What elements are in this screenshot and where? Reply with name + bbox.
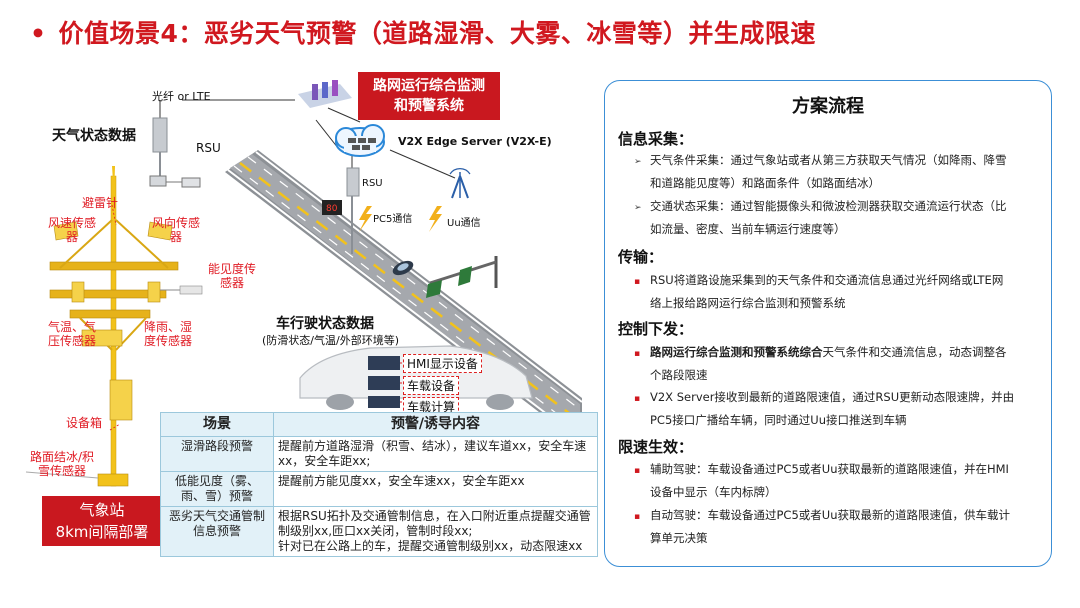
scenario-table: 场景 预警/诱导内容 湿滑路段预警 提醒前方道路湿滑（积雪、结冰），建议车道xx… [160,412,598,557]
wind-direction-sensor-label: 风向传感器 [152,216,200,244]
list-item: ▪RSU将道路设施采集到的天气条件和交通流信息通过光纤网络或LTE网 络上报给路… [634,270,1040,314]
temp-pressure-sensor-label: 气温、气压传感器 [48,320,96,348]
uu-label: Uu通信 [447,214,481,229]
square-bullet-icon: ▪ [634,461,650,482]
table-cell-content: 根据RSU拓扑及交通管制信息，在入口附近重点提醒交通管制级别xx,匝口xx关闭，… [274,507,598,557]
section-heading-effect: 限速生效： [618,436,693,457]
section-heading-control: 控制下发： [618,318,693,339]
equipment-box-label: 设备箱 [60,416,108,430]
uu-lightning-icon [429,206,442,232]
table-header-scenario: 场景 [161,413,274,437]
arrow-bullet-icon: ➢ [634,152,650,173]
arrow-bullet-icon: ➢ [634,198,650,219]
table-cell-content: 提醒前方道路湿滑（积雪、结冰），建议车道xx，安全车速xx，安全车距xx; [274,437,598,472]
table-row: 湿滑路段预警 提醒前方道路湿滑（积雪、结冰），建议车道xx，安全车速xx，安全车… [161,437,598,472]
lightning-rod-label: 避雷针 [82,196,142,210]
square-bullet-icon: ▪ [634,344,650,365]
gantry-sign-icon [426,256,496,298]
table-cell-scenario: 湿滑路段预警 [161,437,274,472]
monitoring-system-callout: 路网运行综合监测 和预警系统 [358,72,500,120]
list-item: ➢天气条件采集：通过气象站或者从第三方获取天气情况（如降雨、降雪 和道路能见度等… [634,150,1040,194]
table-cell-content: 提醒前方能见度xx，安全车速xx，安全车距xx [274,472,598,507]
square-bullet-icon: ▪ [634,507,650,528]
table-cell-scenario: 低能见度（雾、雨、雪）预警 [161,472,274,507]
hmi-display-label: HMI显示设备 [403,354,482,373]
visibility-sensor-label: 能见度传感器 [208,262,256,290]
server-rack-icon [298,80,352,108]
rain-humidity-sensor-label: 降雨、湿度传感器 [144,320,192,348]
list-item: ▪辅助驾驶：车载设备通过PC5或者Uu获取最新的道路限速值，并在HMI 设备中显… [634,459,1040,503]
wind-speed-sensor-label: 风速传感器 [48,216,96,244]
list-item: ➢交通状态采集：通过智能摄像头和微波检测器获取交通流运行状态（比 如流量、密度、… [634,196,1040,240]
table-header-content: 预警/诱导内容 [274,413,598,437]
base-station-antenna-icon [450,169,470,198]
cloud-server-icon [336,125,384,156]
table-row: 低能见度（雾、雨、雪）预警 提醒前方能见度xx，安全车速xx，安全车距xx [161,472,598,507]
road-ice-sensor-label: 路面结冰/积雪传感器 [24,450,100,478]
square-bullet-icon: ▪ [634,272,650,293]
list-item: ▪自动驾驶：车载设备通过PC5或者Uu获取最新的道路限速值，供车载计 算单元决策 [634,505,1040,549]
fiber-lte-label: 光纤 or LTE [152,88,211,104]
pc5-lightning-icon [359,206,372,232]
vehicle-state-data-label: 车行驶状态数据 [276,313,374,333]
onboard-device-label: 车载设备 [403,376,459,395]
table-row: 恶劣天气交通管制信息预警 根据RSU拓扑及交通管制信息，在入口附近重点提醒交通管… [161,507,598,557]
process-title: 方案流程 [604,92,1052,118]
rsu-right-label: RSU [362,178,383,189]
vehicle-state-sub-label: (防滑状态/气温/外部环境等) [262,332,399,348]
edge-server-label: V2X Edge Server (V2X-E) [398,135,552,148]
table-cell-scenario: 恶劣天气交通管制信息预警 [161,507,274,557]
rsu-left-label: RSU [196,141,221,155]
rsu-left-icon [150,118,200,187]
square-bullet-icon: ▪ [634,389,650,410]
speed-limit-value: 80 [326,204,338,214]
list-item: ▪路网运行综合监测和预警系统综合天气条件和交通流信息，动态调整各 个路段限速 [634,342,1040,386]
list-item: ▪V2X Server接收到最新的道路限速值，通过RSU更新动态限速牌，并由 P… [634,387,1040,431]
section-heading-transmission: 传输： [618,246,663,267]
weather-station-badge: 气象站 8km间隔部署 [42,496,162,546]
weather-state-data-label: 天气状态数据 [52,125,136,145]
pc5-label: PC5通信 [373,210,412,225]
section-heading-collection: 信息采集： [618,128,693,149]
